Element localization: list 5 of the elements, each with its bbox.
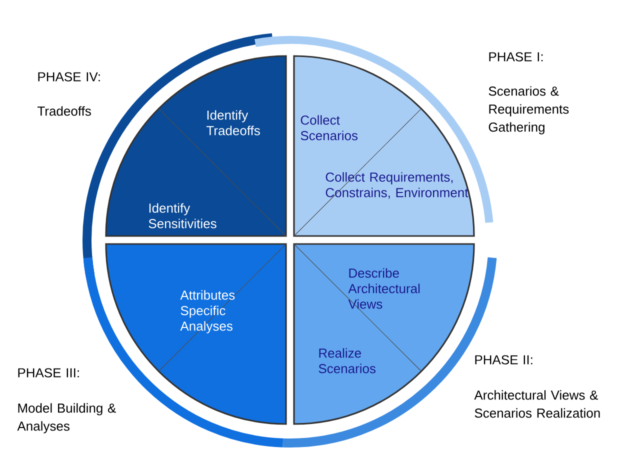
phase-label: PHASE III:	[18, 368, 79, 378]
phase-label: Scenarios & Requirements Gathering	[488, 86, 569, 134]
phase-label: Architectural Views & Scenarios Realization	[474, 390, 600, 418]
phase-label: Tradeoffs	[38, 106, 91, 116]
phase-label: PHASE I:	[489, 52, 543, 62]
